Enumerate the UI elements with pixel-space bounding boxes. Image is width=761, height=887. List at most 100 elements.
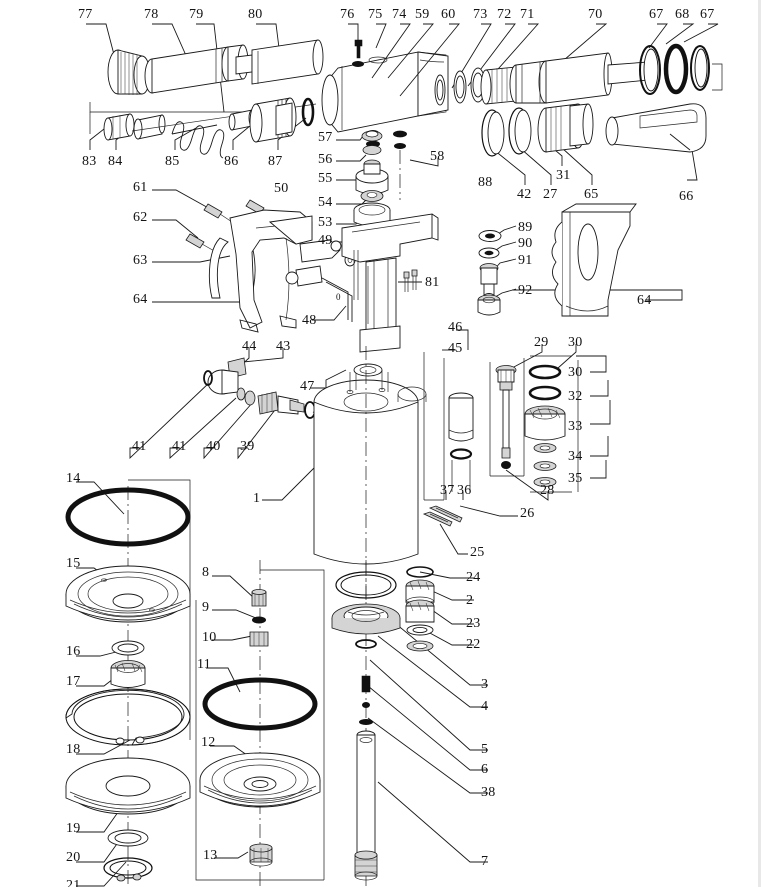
callout-number-89: 89	[518, 220, 533, 235]
part-71-sleeve	[480, 66, 517, 105]
part-20-washer	[107, 829, 149, 847]
callout-number-43: 43	[276, 339, 291, 354]
part-41-ring-a	[236, 387, 246, 401]
pickup-tube-graphic	[423, 329, 474, 501]
callout-number-1: 1	[253, 491, 261, 506]
air-cap-group-graphic	[481, 103, 594, 185]
callout-number-13: 13	[203, 848, 218, 863]
callout-number-80: 80	[248, 7, 263, 22]
fluid-needle-seat-graphic	[477, 225, 517, 316]
callout-number-79: 79	[189, 7, 204, 22]
part-91-seat	[479, 263, 499, 299]
callout-number-38: 38	[481, 785, 496, 800]
part-81-screws	[398, 269, 422, 292]
callout-number-37: 37	[440, 483, 455, 498]
callout-number-87: 87	[268, 154, 283, 169]
part-68-oring	[663, 43, 689, 95]
part-12-plate	[199, 752, 321, 808]
callout-number-41: 41	[132, 439, 147, 454]
part-87-air-cap	[249, 97, 297, 143]
callout-number-30: 30	[568, 365, 583, 380]
callout-number-31: 31	[556, 168, 571, 183]
callout-number-11: 11	[197, 657, 212, 672]
callout-number-57: 57	[318, 130, 333, 145]
callout-number-66: 66	[679, 189, 694, 204]
part-13-nut	[249, 843, 273, 867]
part-85-spring	[171, 121, 225, 159]
callout-number-20: 20	[66, 850, 81, 865]
callout-number-60: 60	[441, 7, 456, 22]
gun-lower-body-graphic	[341, 213, 439, 353]
callout-number-67: 67	[649, 7, 664, 22]
callout-number-90: 90	[518, 236, 533, 251]
callout-number-5: 5	[481, 742, 489, 757]
callout-number-92: 92	[518, 283, 533, 298]
callout-number-36: 36	[457, 483, 472, 498]
callout-number-54: 54	[318, 195, 333, 210]
part-25-screw	[422, 511, 453, 527]
lid-assembly-graphic	[65, 479, 191, 887]
callout-number-16: 16	[66, 644, 81, 659]
part-62-screw	[185, 233, 217, 253]
part-23-valve-body	[405, 599, 435, 623]
part-9-washer	[252, 616, 266, 624]
callout-number-77: 77	[78, 7, 93, 22]
fitting-assembly-graphic	[129, 348, 331, 460]
part-37-oring	[449, 448, 473, 460]
callout-number-91: 91	[518, 253, 533, 268]
callout-number-23: 23	[466, 616, 481, 631]
part-18-snap-ring	[65, 688, 191, 746]
fluid-valve-graphic	[331, 560, 488, 887]
callout-number-33: 33	[568, 419, 583, 434]
callout-number-56: 56	[318, 152, 333, 167]
part-21-retaining-ring	[103, 857, 153, 882]
callout-number-17: 17	[66, 674, 81, 689]
part-16-washer	[111, 640, 145, 656]
callout-number-88: 88	[478, 175, 493, 190]
part-27-ring	[508, 107, 532, 155]
part-24-washer	[406, 566, 434, 578]
part-70-piston	[509, 52, 652, 104]
callout-number-32: 32	[568, 389, 583, 404]
callout-number-29: 29	[534, 335, 549, 350]
part-55-cup	[355, 159, 389, 195]
part-11-oring	[202, 677, 318, 731]
part-5-oring	[355, 639, 377, 649]
part-30-oring-a	[528, 364, 562, 380]
spring-assembly-graphic	[89, 97, 317, 159]
part-10-nut	[249, 631, 269, 647]
svg-text:0: 0	[336, 292, 341, 302]
air-valve-assembly-graphic	[86, 23, 324, 113]
part-3-ring	[335, 571, 397, 599]
part-19-plate	[65, 757, 191, 815]
callout-number-70: 70	[588, 7, 603, 22]
part-64-handle-grip	[512, 203, 683, 317]
part-22b-washer	[406, 640, 434, 652]
part-58-pin	[393, 130, 407, 200]
part-22-washer	[406, 624, 434, 636]
part-44-fitting	[207, 357, 247, 395]
part-7-fluid-tube	[354, 730, 378, 881]
part-38-retainer	[362, 702, 370, 708]
part-40-coupler	[257, 391, 279, 415]
callout-number-68: 68	[675, 7, 690, 22]
callout-number-81: 81	[425, 275, 440, 290]
callout-number-2: 2	[466, 593, 474, 608]
callout-number-35: 35	[568, 471, 583, 486]
callout-number-72: 72	[497, 7, 512, 22]
part-92-nut	[477, 294, 501, 316]
part-90-washer	[478, 247, 500, 259]
part-65-body	[537, 103, 594, 153]
part-64-handle-frame	[229, 209, 313, 333]
part-14-oring	[65, 487, 191, 547]
callout-number-41: 41	[172, 439, 187, 454]
callout-number-15: 15	[66, 556, 81, 571]
part-33-washer	[533, 443, 557, 453]
part-54-seal	[360, 190, 384, 202]
part-80-body-tube	[235, 39, 324, 85]
callout-number-46: 46	[448, 320, 463, 335]
callout-number-28: 28	[540, 483, 555, 498]
part-26-screw	[428, 505, 463, 523]
callout-number-12: 12	[201, 735, 216, 750]
